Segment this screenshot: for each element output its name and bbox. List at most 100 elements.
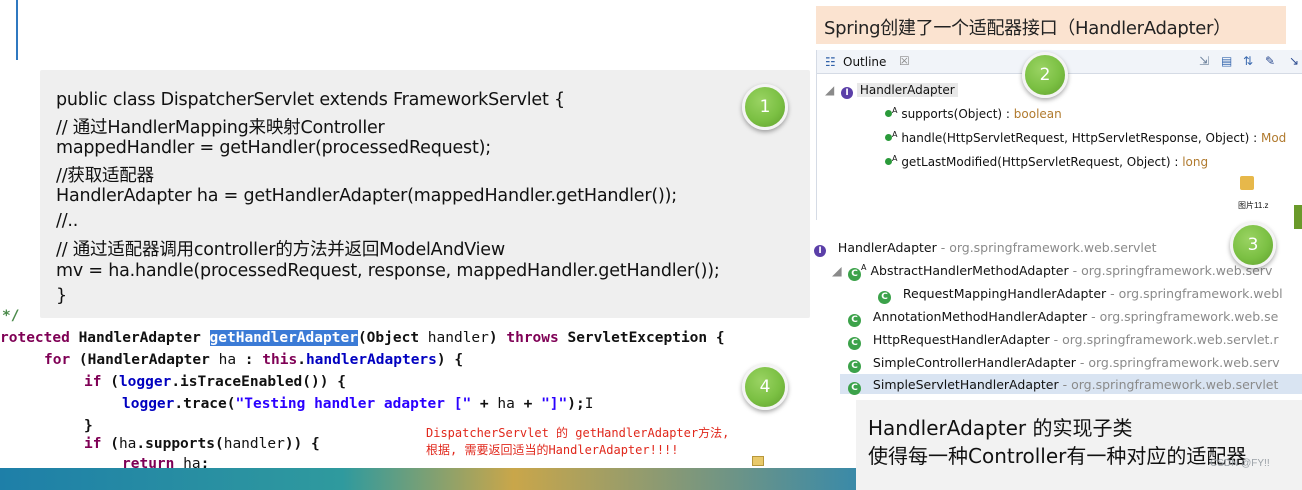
code: + (471, 396, 498, 412)
type-name: SimpleControllerHandlerAdapter (872, 355, 1076, 370)
var: ha (218, 352, 237, 368)
package-name: - org.springframework.web.se (1087, 309, 1279, 324)
code-line: //.. (56, 211, 79, 231)
interface-name: HandlerAdapter (856, 83, 958, 97)
sort-icon[interactable]: ⇅ (1243, 54, 1254, 68)
field: handlerAdapters (305, 352, 437, 368)
code-line: mappedHandler = getHandler(processedRequ… (56, 138, 491, 158)
code: . (297, 352, 306, 368)
code: ( (110, 374, 119, 390)
outline-icon: ☷ (825, 55, 836, 69)
decorative-line (16, 0, 18, 60)
annotation-line: DispatcherServlet 的 getHandlerAdapter方法, (426, 426, 730, 440)
punct: ) (488, 330, 507, 346)
hierarchy-item[interactable]: C AnnotationMethodHandlerAdapter - org.s… (848, 309, 1278, 327)
description-line: 使得每一种Controller有一种对应的适配器 (868, 444, 1247, 468)
package-name: - org.springframework.web.servlet (936, 240, 1157, 255)
method-name: supports(Object) (901, 107, 1003, 121)
hierarchy-item[interactable]: C RequestMappingHandlerAdapter - org.spr… (878, 286, 1283, 304)
type-name: RequestMappingHandlerAdapter (902, 286, 1107, 301)
trace-line: logger.trace("Testing handler adapter ["… (122, 396, 593, 412)
abstract-icon: A (861, 263, 867, 272)
selected-row-highlight (840, 374, 1302, 394)
implementation-description: HandlerAdapter 的实现子类 使得每一种Controller有一种对… (856, 400, 1302, 490)
spring-adapter-title: Spring创建了一个适配器接口（HandlerAdapter） (816, 6, 1286, 44)
code-line: public class DispatcherServlet extends F… (56, 90, 565, 110)
text-cursor-icon: I (584, 396, 594, 412)
field: logger (122, 396, 175, 412)
return-separator: : (1249, 131, 1261, 145)
code-line: // 通过适配器调用controller的方法并返回ModelAndView (56, 240, 505, 260)
if-supports-line: if (ha.supports(handler)) { (84, 436, 320, 452)
method-return: Mod (1260, 131, 1287, 145)
note-icon (752, 456, 764, 466)
type-hierarchy-view: I HandlerAdapter - org.springframework.w… (810, 232, 1302, 398)
class-icon: C (848, 268, 861, 282)
string: "Testing handler adapter [" (235, 396, 472, 412)
exception-name: ServletException { (567, 330, 725, 346)
hide-nonpublic-icon[interactable]: ↘ (1289, 54, 1300, 68)
step-badge-4: 4 (742, 364, 788, 410)
java-code-editor: */ rotected HandlerAdapter getHandlerAda… (0, 308, 822, 472)
collapse-all-icon[interactable]: ⇲ (1199, 54, 1210, 68)
interface-icon: I (814, 245, 826, 257)
code-line: // 通过HandlerMapping来映射Controller (56, 118, 385, 138)
close-icon[interactable]: ☒ (899, 54, 910, 68)
package-name: - org.springframework.web.serv (1075, 355, 1280, 370)
var: ha (118, 436, 137, 452)
method-name: handle(HttpServletRequest, HttpServletRe… (901, 131, 1250, 145)
type-name: HandlerAdapter (78, 330, 210, 346)
code: + (514, 396, 542, 412)
outline-method-item[interactable]: A handle(HttpServletRequest, HttpServlet… (885, 130, 1286, 145)
method-name-highlight[interactable]: getHandlerAdapter (209, 330, 358, 346)
outline-method-item[interactable]: A supports(Object) : boolean (885, 106, 1062, 121)
method-return: boolean (1013, 107, 1062, 121)
public-method-icon (885, 110, 892, 117)
abstract-icon: A (892, 154, 898, 163)
step-badge-3: 3 (1230, 222, 1276, 268)
field: logger (118, 374, 172, 390)
type-name: AbstractHandlerMethodAdapter (870, 263, 1069, 279)
for-line: for (HandlerAdapter ha : this.handlerAda… (44, 352, 463, 368)
code: : (236, 352, 263, 368)
class-icon: C (848, 360, 861, 373)
code: .trace( (174, 396, 236, 412)
dispatcher-servlet-code-panel: public class DispatcherServlet extends F… (40, 70, 810, 318)
hierarchy-item[interactable]: C HttpRequestHandlerAdapter - org.spring… (848, 332, 1279, 350)
code: ); (567, 396, 585, 412)
expand-arrow-icon[interactable]: ◢ (825, 83, 835, 97)
tab-outline[interactable]: Outline (843, 55, 887, 69)
expand-arrow-icon[interactable]: ◢ (832, 263, 842, 278)
type-name: HttpRequestHandlerAdapter (872, 332, 1050, 347)
keyword: for (44, 352, 79, 368)
if-trace-line: if (logger.isTraceEnabled()) { (84, 374, 346, 390)
public-method-icon (885, 158, 892, 165)
annotation-line: 根据, 需要返回适当的HandlerAdapter!!!! (426, 443, 679, 457)
hierarchy-item[interactable]: C SimpleControllerHandlerAdapter - org.s… (848, 355, 1280, 373)
code-line: //获取适配器 (56, 166, 154, 186)
outline-method-item[interactable]: A getLastModified(HttpServletRequest, Ob… (885, 154, 1208, 169)
hide-fields-icon[interactable]: ✎ (1265, 54, 1276, 68)
list-icon[interactable]: ▤ (1221, 54, 1233, 68)
keyword: if (84, 436, 111, 452)
params: (Object (357, 330, 428, 346)
abstract-icon: A (892, 106, 898, 115)
method-name: getLastModified(HttpServletRequest, Obje… (901, 155, 1171, 169)
class-icon: C (848, 337, 861, 350)
hierarchy-item-selected[interactable]: C SimpleServletHandlerAdapter - org.spri… (848, 377, 1278, 395)
code: .supports( (136, 436, 224, 452)
code-line: mv = ha.handle(processedRequest, respons… (56, 261, 720, 281)
hierarchy-item[interactable]: CA AbstractHandlerMethodAdapter - org.sp… (848, 263, 1273, 282)
code: )) { (284, 436, 320, 452)
type-name: SimpleServletHandlerAdapter (872, 377, 1059, 392)
return-separator: : (1002, 107, 1014, 121)
abstract-icon: A (892, 130, 898, 139)
hierarchy-root-item[interactable]: I HandlerAdapter - org.springframework.w… (814, 240, 1157, 257)
public-method-icon (885, 134, 892, 141)
package-name: - org.springframework.web.serv (1068, 263, 1273, 279)
description-line: HandlerAdapter 的实现子类 (868, 416, 1133, 440)
keyword: rotected (0, 330, 79, 346)
folder-icon (1240, 176, 1254, 190)
outline-interface-item[interactable]: I HandlerAdapter (841, 83, 958, 99)
code: ; (200, 456, 210, 472)
